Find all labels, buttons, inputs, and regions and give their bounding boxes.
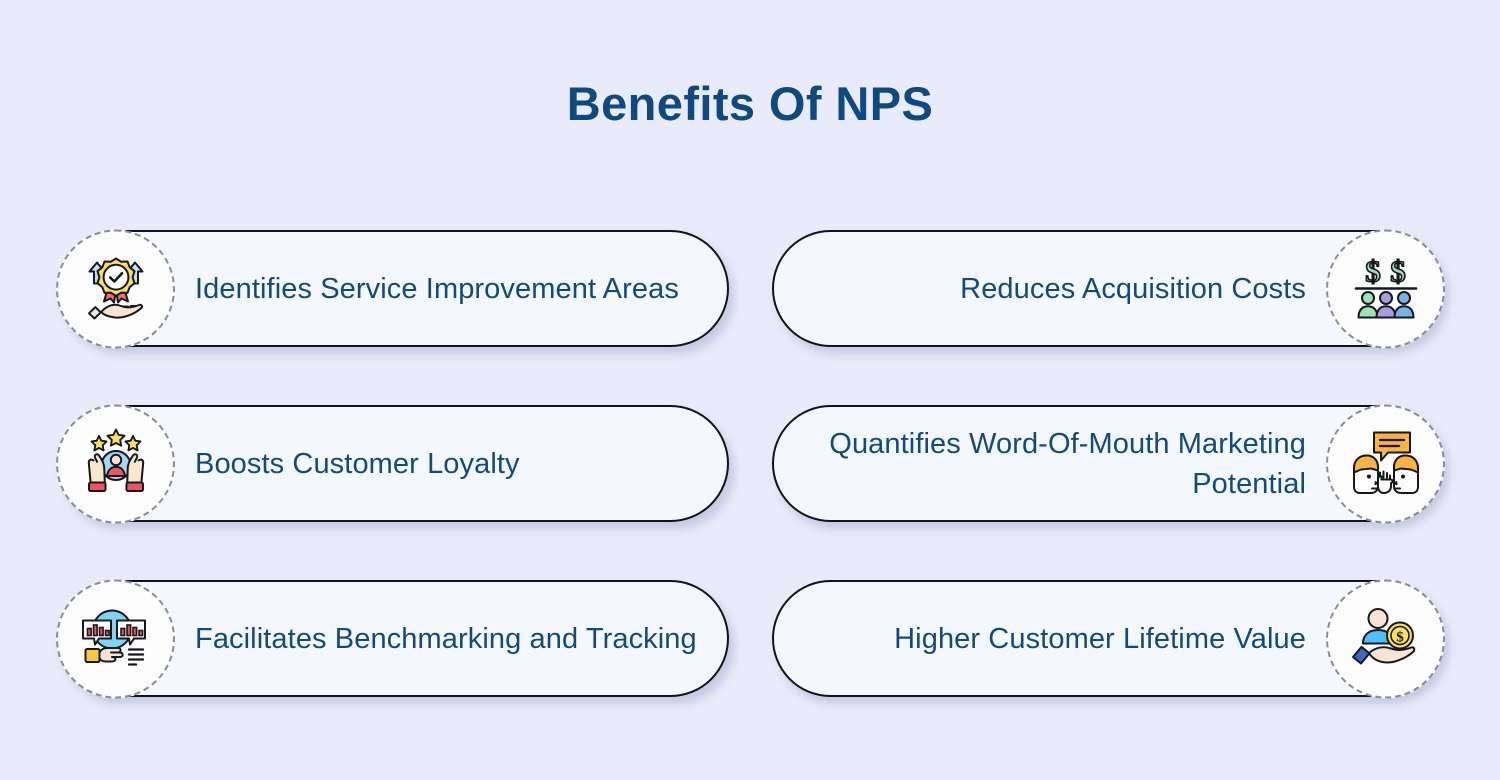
benefit-card-label: Boosts Customer Loyalty <box>195 447 520 480</box>
dollar-signs-over-people-icon: $ $ <box>1326 229 1445 348</box>
benefit-card-identifies-service-improvement-areas[interactable]: Identifies Service Improvement Areas <box>56 229 729 348</box>
svg-text:$: $ <box>1396 630 1404 646</box>
benefit-card-label: Higher Customer Lifetime Value <box>894 622 1306 655</box>
hands-holding-customer-rating-icon <box>56 404 175 523</box>
two-faces-speech-bubble-icon <box>1326 404 1445 523</box>
benefit-card-label: Identifies Service Improvement Areas <box>195 272 679 305</box>
benefit-card-facilitates-benchmarking-and-tracking[interactable]: Facilitates Benchmarking and Tracking <box>56 579 729 698</box>
benefit-card-reduces-acquisition-costs[interactable]: $ $ Reduces Acquisition Costs <box>772 229 1445 348</box>
benchmark-bar-chart-compare-icon <box>56 579 175 698</box>
benefit-card-label: Quantifies Word-Of-Mouth Marketing Poten… <box>829 427 1306 500</box>
page-title: Benefits Of NPS <box>566 77 934 130</box>
benefit-card-quantifies-word-of-mouth-marketing-potential[interactable]: Quantifies Word-Of-Mouth Marketing Poten… <box>772 404 1445 523</box>
hand-holding-award-badge-icon <box>56 229 175 348</box>
svg-text:$: $ <box>1365 254 1381 289</box>
benefit-card-boosts-customer-loyalty[interactable]: Boosts Customer Loyalty <box>56 404 729 523</box>
benefit-card-label: Facilitates Benchmarking and Tracking <box>195 622 697 655</box>
benefit-card-label: Reduces Acquisition Costs <box>960 272 1306 305</box>
benefit-card-higher-customer-lifetime-value[interactable]: $ Higher Customer Lifetime Value <box>772 579 1445 698</box>
hand-holding-customer-coin-icon: $ <box>1326 579 1445 698</box>
svg-text:$: $ <box>1390 254 1406 289</box>
